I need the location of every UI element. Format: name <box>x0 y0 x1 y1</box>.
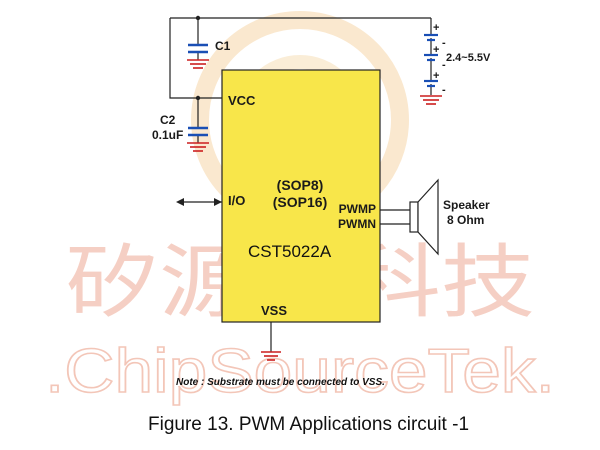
capacitor-c2 <box>188 126 208 137</box>
c2-value: 0.1uF <box>152 128 183 142</box>
battery-minus-3: - <box>442 84 446 96</box>
ground-icon-c2 <box>187 142 209 152</box>
ground-icon-vss <box>261 351 281 361</box>
pin-io-label: I/O <box>228 193 245 208</box>
junction-dot-top <box>195 15 201 21</box>
speaker-icon <box>409 178 439 256</box>
capacitor-c1 <box>188 43 208 54</box>
speaker-impedance: 8 Ohm <box>447 213 484 227</box>
battery-cells <box>424 33 438 88</box>
battery-plus-2: + <box>433 44 439 56</box>
c2-label: C2 <box>160 113 176 127</box>
battery-plus-3: + <box>433 70 439 82</box>
chip-body <box>221 69 381 323</box>
battery-voltage-label: 2.4~5.5V <box>446 52 491 64</box>
ground-icon-battery <box>420 95 442 105</box>
io-arrow-icon <box>176 198 222 206</box>
figure-caption: Figure 13. PWM Applications circuit -1 <box>148 414 469 435</box>
pin-pwmp-label: PWMP <box>339 202 376 216</box>
watermark-english: .ChipSourceTek. <box>45 337 555 406</box>
battery-minus-2: - <box>442 59 446 71</box>
pin-vss-label: VSS <box>261 303 287 318</box>
speaker-label: Speaker <box>443 198 490 212</box>
junction-dot-vcc <box>195 95 201 101</box>
package-label-sop16: (SOP16) <box>273 194 327 210</box>
package-label-sop8: (SOP8) <box>277 177 324 193</box>
c1-label: C1 <box>215 39 231 53</box>
pin-vcc-label: VCC <box>228 93 256 108</box>
battery-minus-1: - <box>442 37 446 49</box>
chip-name: CST5022A <box>248 242 332 261</box>
pin-pwmn-label: PWMN <box>338 217 376 231</box>
ground-icon-c1 <box>187 59 209 69</box>
substrate-note: Note : Substrate must be connected to VS… <box>176 377 385 388</box>
battery-plus-1: + <box>433 22 439 34</box>
